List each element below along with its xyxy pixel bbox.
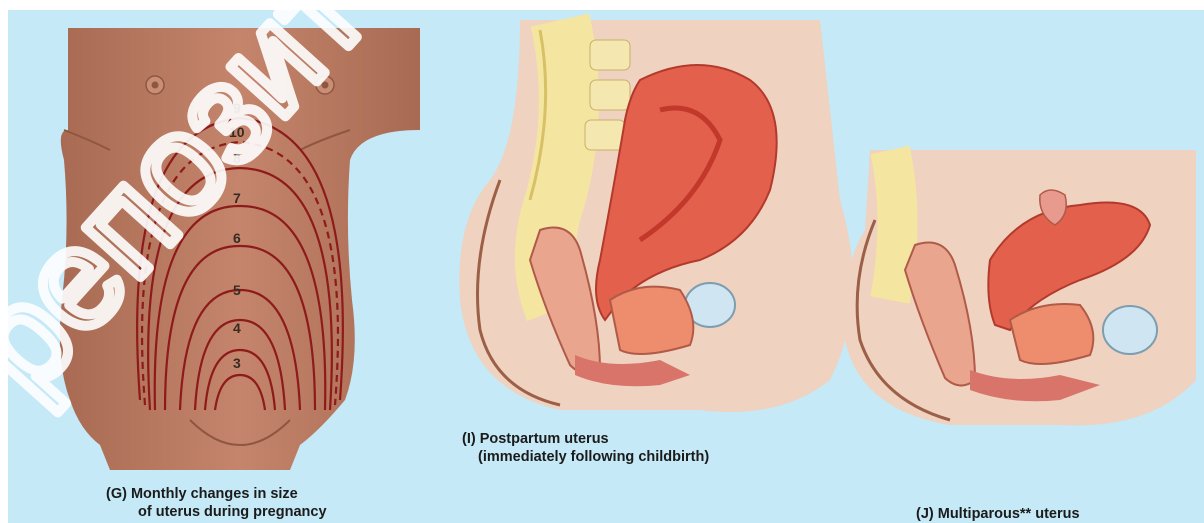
- caption-i-line2: (immediately following childbirth): [462, 448, 709, 466]
- bladder-j: [1103, 306, 1157, 354]
- caption-j-line1: (J) Multiparous** uterus: [916, 505, 1080, 523]
- caption-panel-j: (J) Multiparous** uterus: [916, 505, 1080, 523]
- caption-g-line1: (G) Monthly changes in size: [106, 485, 327, 503]
- spine-j: [890, 150, 898, 300]
- caption-g-line2: of uterus during pregnancy: [106, 503, 327, 521]
- caption-panel-g: (G) Monthly changes in size of uterus du…: [106, 485, 327, 521]
- caption-i-line1: (I) Postpartum uterus: [462, 430, 709, 448]
- caption-panel-i: (I) Postpartum uterus (immediately follo…: [462, 430, 709, 466]
